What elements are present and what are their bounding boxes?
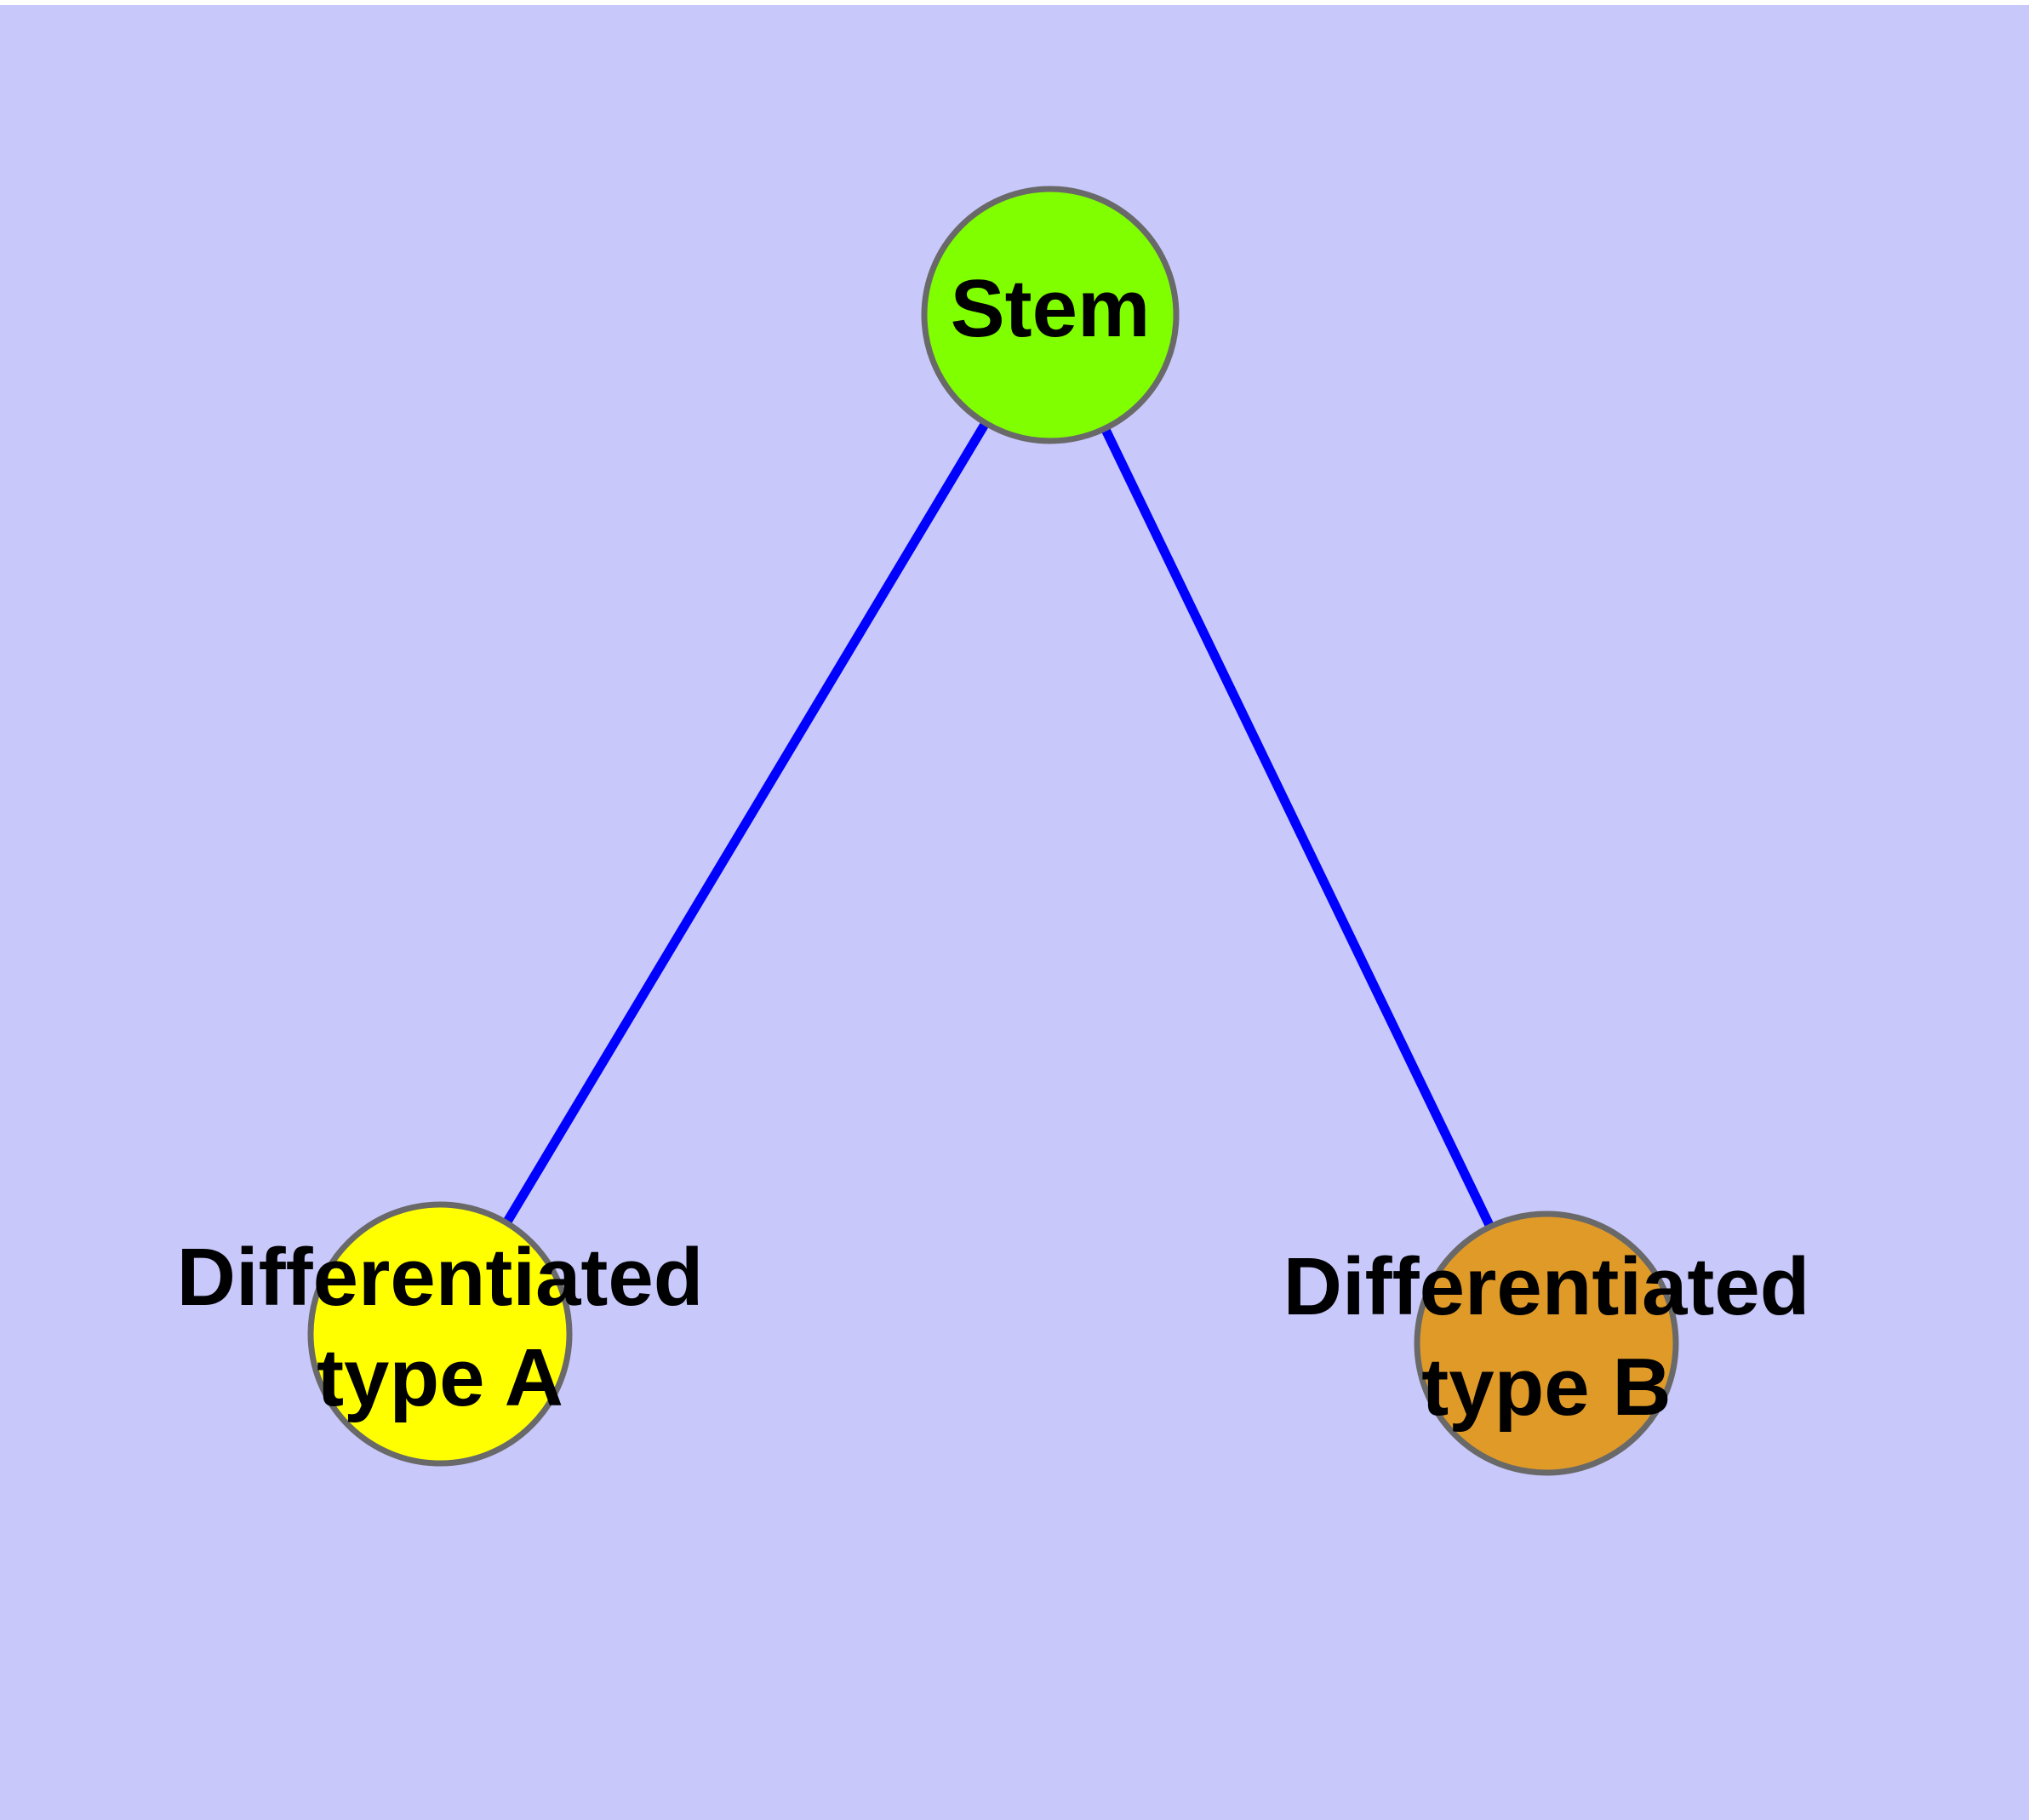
node-label-line: Differentiated <box>1283 1241 1810 1332</box>
node-label-line: type B <box>1421 1342 1671 1433</box>
node-label-diff_b: Differentiated type B <box>1283 1241 1810 1433</box>
edge-layer <box>502 421 1495 1229</box>
node-label-line: Differentiated <box>177 1232 704 1323</box>
node-label-stem: Stem <box>951 263 1151 354</box>
graph-edge[interactable] <box>1100 426 1495 1229</box>
node-circle-diff_a[interactable] <box>307 1201 573 1467</box>
node-label-line: type A <box>317 1332 563 1423</box>
graph-node-stem[interactable]: Stem <box>921 186 1180 444</box>
node-label-line: Stem <box>951 263 1151 354</box>
graph-node-diff_b[interactable]: Differentiated type B <box>1283 1210 1810 1476</box>
graph-edge[interactable] <box>502 421 990 1226</box>
node-circle-stem[interactable] <box>921 186 1180 444</box>
node-circle-diff_b[interactable] <box>1414 1210 1679 1476</box>
